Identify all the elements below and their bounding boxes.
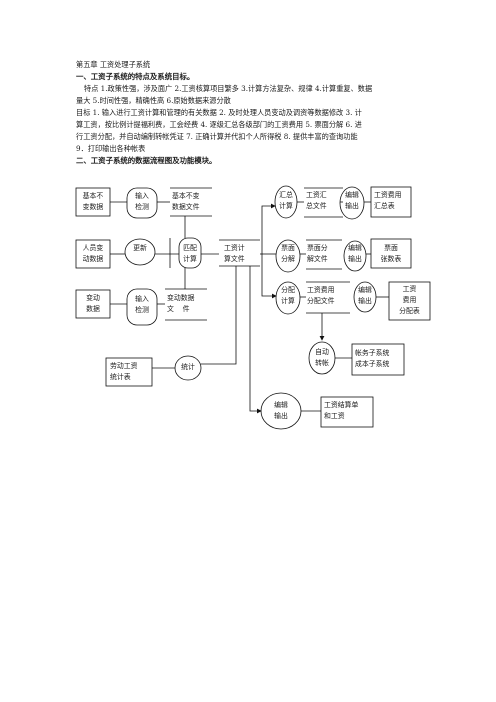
accounting-system-entity: [351, 343, 405, 376]
payroll-label: 工资结算单和工资: [324, 401, 359, 420]
payroll-entity: [320, 396, 374, 428]
salary-summary-table-label: 工资费用汇总表: [374, 191, 402, 210]
face-split-label: 票面分解: [281, 244, 295, 263]
basic-file-store: [170, 187, 212, 217]
salary-calc-file-label: 工资计算文件: [224, 244, 245, 263]
edit-output-4-label: 编辑输出: [274, 401, 288, 420]
edit-output-2-process: [343, 240, 367, 272]
update-process: [124, 238, 156, 266]
features-line-2: 量大 5.时间性强，精确性高 6.原始数据来源分散: [76, 96, 231, 105]
input-check-2-process: [126, 288, 158, 326]
face-table-entity: [370, 238, 412, 269]
alloc-file-label: 工资费用分配文件: [307, 286, 335, 305]
chapter-title: 第五章 工资处理子系统: [76, 60, 151, 69]
edit-output-1-label: 编辑输出: [345, 191, 359, 210]
goals-line-3: 行工资分配，并自动编制转帐凭证 7. 正确计算并代扣个人所得税 8. 提供丰富的…: [76, 132, 358, 141]
face-file-store: [306, 239, 342, 270]
input-check-2-label: 输入检测: [135, 295, 149, 314]
summary-file-store: [304, 187, 343, 218]
update-label: 更新: [133, 244, 147, 252]
section-1-heading: 一、工资子系统的特点及系统目标。: [76, 72, 195, 81]
input-check-1-process: [126, 187, 158, 219]
alloc-calc-label: 分配计算: [281, 286, 295, 305]
input-check-1-label: 输入检测: [135, 192, 149, 211]
match-calc-process: [178, 237, 202, 269]
goals-line-4: 9．打印输出各种帐表: [76, 144, 146, 153]
section-2-heading: 二、工资子系统的数据流程图及功能模块。: [76, 156, 217, 165]
features-line-1: 特点 1.政策性强，涉及面广 2.工资核算项目繁多 3.计算方法复杂、规律 4.…: [84, 84, 373, 93]
edit-output-1-process: [339, 186, 365, 220]
alloc-table-label: 工资费用分配表: [399, 285, 420, 315]
alloc-table-entity: [388, 281, 431, 321]
edit-output-3-label: 编辑输出: [358, 286, 372, 305]
salary-calc-file-store: [219, 239, 260, 267]
basic-data-label: 基本不变数据: [82, 192, 104, 211]
match-calc-label: 匹配计算: [183, 244, 197, 263]
personnel-change-label: 人员变动数据: [82, 244, 104, 263]
face-split-process: [275, 239, 301, 273]
face-file-label: 票面分解文件: [307, 244, 328, 263]
accounting-system-label: 帐务子系统成本子系统: [355, 349, 390, 368]
stats-label: 统计: [181, 363, 195, 371]
change-file-label: 变动数据文 件: [167, 294, 195, 313]
auto-transfer-label: 自动转帐: [315, 348, 329, 367]
goals-line-2: 算工资，按比例计提福利费，工会经费 4. 逐级汇总各级部门的工资费用 5. 票面…: [76, 120, 362, 129]
summary-file-label: 工资汇总文件: [306, 191, 327, 210]
goals-line-1: 目标 1. 输入进行工资计算和管理的有关数据 2. 及时处理人员变动及调资等数据…: [76, 108, 362, 117]
change-data-label: 变动数据: [86, 294, 100, 313]
labor-stats-table-entity: [105, 357, 153, 387]
summary-calc-label: 汇总计算: [279, 191, 293, 210]
alloc-file-store: [306, 281, 350, 314]
face-table-label: 票面张数表: [380, 244, 402, 263]
edit-output-2-label: 编辑输出: [348, 244, 362, 263]
basic-file-label: 基本不变数据文件: [172, 192, 200, 211]
change-file-store: [165, 288, 207, 321]
labor-stats-label: 劳动工资统计表: [110, 362, 138, 381]
